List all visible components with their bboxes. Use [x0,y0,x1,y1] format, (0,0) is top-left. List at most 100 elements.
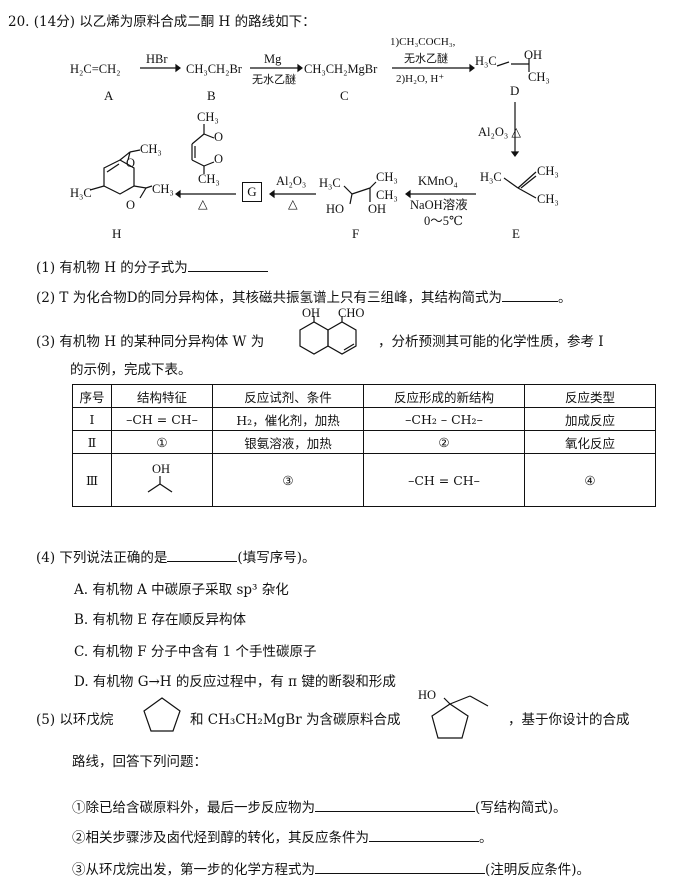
question-5-part-c: ，基于你设计的合成 [508,712,630,728]
e-h3c: H₃C [480,170,502,184]
table-cell-answer-3[interactable]: ③ [212,453,364,507]
option-b: B. 有机物 E 存在顺反异构体 [74,612,246,628]
reagent-al2o3-2: Al₂O₃ [276,174,307,188]
w-oh: OH [302,306,321,320]
w-naphthalene-skeleton [299,316,357,355]
arrow-d-e [510,102,520,157]
reagent-acetone: 1)CH₃COCH₃, [390,36,456,48]
table-cell: 氧化反应 [524,430,656,454]
answer-blank-4[interactable] [167,549,238,562]
question-5-sub-1-end: (写结构简式)。 [475,800,567,816]
question-3-line1: (3) 有机物 H 的某种同分异构体 W 为 [36,334,265,350]
int-o2: O [214,152,224,166]
table-cell: –CH = CH– [363,453,525,507]
question-5-sub-1-text: ①除已给含碳原料外，最后一步反应物为 [72,800,315,816]
compound-a: H₂C=CH₂ [70,62,121,76]
answer-blank-5-1[interactable] [315,799,475,812]
h-h3c: H₃C [70,186,92,200]
reagent-h2o: 2)H₂O, H⁺ [396,73,445,85]
table-header: 反应试剂、条件 [212,384,364,408]
table-cell: –CH = CH– [111,407,213,431]
question-5-sub-1: ①除已给含碳原料外，最后一步反应物为 (写结构简式)。 [72,796,567,816]
label-f: F [352,226,360,241]
table-cell: H₂，催化剂，加热 [212,407,364,431]
table-cell-answer-4[interactable]: ④ [524,453,656,507]
table-cell-answer-2[interactable]: ② [363,430,525,454]
h-ring-skeleton [89,149,153,199]
f-ch3: CH₃ [376,170,398,184]
d-h3c: H₃C [475,54,497,68]
question-5-sub-2-end: 。 [479,830,493,846]
reagent-al2o3-1: Al₂O₃ △ [478,125,521,139]
target-molecule-skeleton [431,695,489,739]
question-2: (2) T 为化合物D的同分异构体，其核磁共振氢谱上只有三组峰，其结构简式为。 [36,286,572,306]
answer-blank-2[interactable] [502,289,559,302]
f-ch3b: CH₃ [376,188,398,202]
h-o2: O [126,198,136,212]
question-5-sub-3-text: ③从环戊烷出发，第一步的化学方程式为 [72,862,315,878]
d-ch3: CH₃ [528,70,550,84]
f-skeleton [343,181,377,205]
table-header: 反应形成的新结构 [363,384,525,408]
question-5-part-a: (5) 以环戊烷 [36,712,114,728]
f-ho: HO [326,202,345,216]
int-skeleton [191,124,215,174]
question-1: (1) 有机物 H 的分子式为 [36,256,268,276]
reagent-temp: 0～5℃ [424,214,463,228]
e-ch3a: CH₃ [537,164,559,178]
table-row: Ⅲ OH ③ –CH = CH– ④ [72,453,656,507]
table-header: 结构特征 [111,384,213,408]
answer-blank-1[interactable] [187,259,268,272]
question-2-end: 。 [558,290,572,306]
arrow-b-c [250,63,303,73]
reagent-heat-3: △ [198,197,208,211]
row3-oh: OH [152,462,171,476]
table-cell: 加成反应 [524,407,656,431]
arrow-f-g [269,189,316,199]
compound-c: CH₃CH₂MgBr [304,62,378,76]
label-d: D [510,83,520,98]
table-header: 反应类型 [524,384,656,408]
table-row: Ⅰ –CH = CH– H₂，催化剂，加热 –CH₂ – CH₂– 加成反应 [72,407,656,431]
int-ch3b: CH₃ [198,172,220,186]
h-ch3a: CH₃ [140,142,162,156]
option-d: D. 有机物 G→H 的反应过程中，有 π 键的断裂和形成 [74,674,396,690]
compound-g-box: G [242,182,262,202]
reaction-table: 序号 结构特征 反应试剂、条件 反应形成的新结构 反应类型 Ⅰ –CH = CH… [72,384,656,507]
table-cell: Ⅲ [72,453,112,507]
question-5-sub-3-end: (注明反应条件)。 [485,862,591,878]
target-ho: HO [418,688,437,702]
table-cell-answer-1[interactable]: ① [111,430,213,454]
question-4-end: (填写序号)。 [237,550,316,566]
label-c: C [340,88,349,103]
w-cho: CHO [338,306,365,320]
reagent-naoh: NaOH溶液 [410,198,468,212]
h-o1: O [126,156,136,170]
answer-blank-5-3[interactable] [315,861,485,874]
reagent-mg: Mg [264,52,282,66]
table-cell: 银氨溶液，加热 [212,430,364,454]
h-ch3b: CH₃ [152,182,174,196]
option-a: A. 有机物 A 中碳原子采取 sp³ 杂化 [74,582,289,598]
label-e: E [512,226,520,241]
reagent-hbr: HBr [146,52,168,66]
row3-isopropanol-skeleton [147,476,173,493]
f-h3c: H₃C [319,176,341,190]
reagent-ether-1: 无水乙醚 [252,74,296,86]
table-row: Ⅱ ① 银氨溶液，加热 ② 氧化反应 [72,430,656,454]
table-header-row: 序号 结构特征 反应试剂、条件 反应形成的新结构 反应类型 [72,384,656,408]
reagent-kmno4: KMnO₄ [418,174,458,188]
arrow-g-h [175,189,236,199]
option-c: C. 有机物 F 分子中含有 1 个手性碳原子 [74,644,317,660]
f-oh: OH [368,202,387,216]
compound-b: CH₃CH₂Br [186,62,242,76]
answer-blank-5-2[interactable] [369,829,479,842]
reagent-heat-2: △ [288,197,298,211]
e-skeleton [503,171,537,199]
cyclopentane-icon [143,697,181,732]
table-header: 序号 [72,384,112,408]
question-3-line1b: ，分析预测其可能的化学性质，参考 I [378,334,604,350]
table-cell: Ⅰ [72,407,112,431]
question-4-text: (4) 下列说法正确的是 [36,550,168,566]
question-1-text: (1) 有机物 H 的分子式为 [36,260,188,276]
